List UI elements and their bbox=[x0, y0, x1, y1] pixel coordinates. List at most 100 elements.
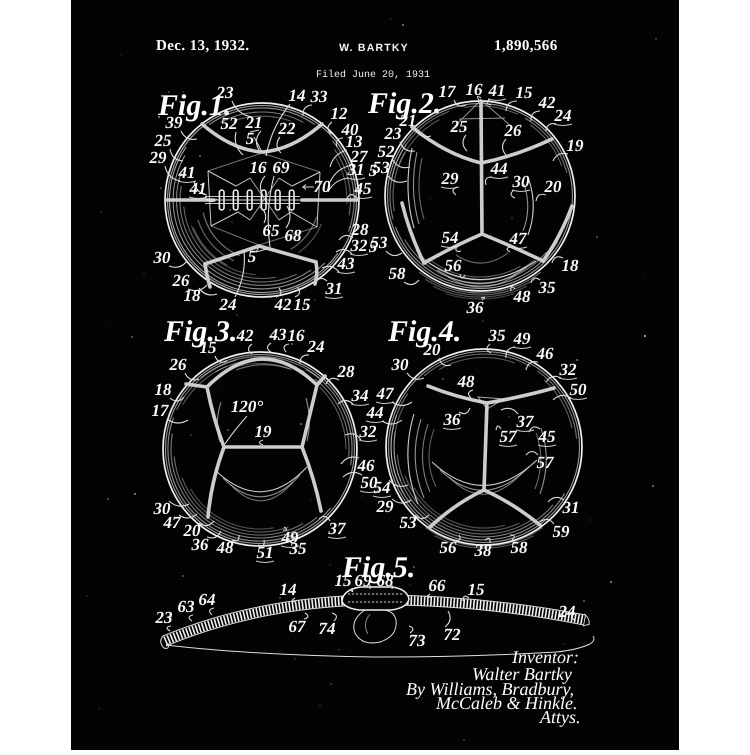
svg-text:53: 53 bbox=[400, 513, 418, 532]
svg-text:28: 28 bbox=[351, 220, 370, 239]
svg-text:22: 22 bbox=[278, 119, 297, 138]
svg-text:Fig.4.: Fig.4. bbox=[387, 315, 461, 348]
svg-text:41: 41 bbox=[178, 163, 196, 182]
svg-text:64: 64 bbox=[199, 590, 216, 609]
svg-text:Walter Bartky: Walter Bartky bbox=[472, 664, 572, 684]
svg-text:25: 25 bbox=[154, 131, 173, 150]
svg-text:Fig.2.: Fig.2. bbox=[367, 87, 441, 120]
svg-text:68: 68 bbox=[377, 571, 395, 590]
svg-text:50: 50 bbox=[361, 473, 379, 492]
svg-text:69: 69 bbox=[273, 158, 291, 177]
svg-text:21: 21 bbox=[399, 111, 417, 130]
svg-text:14: 14 bbox=[289, 86, 306, 105]
svg-text:24: 24 bbox=[554, 106, 572, 125]
svg-text:16: 16 bbox=[466, 80, 484, 99]
svg-text:28: 28 bbox=[337, 362, 356, 381]
svg-text:34: 34 bbox=[351, 386, 369, 405]
svg-text:68: 68 bbox=[285, 226, 303, 245]
svg-text:49: 49 bbox=[281, 528, 300, 547]
svg-text:26: 26 bbox=[169, 355, 188, 374]
svg-text:26: 26 bbox=[172, 271, 191, 290]
svg-text:15: 15 bbox=[335, 571, 353, 590]
svg-text:58: 58 bbox=[511, 538, 529, 557]
svg-text:46: 46 bbox=[357, 456, 376, 475]
svg-text:16: 16 bbox=[288, 326, 306, 345]
svg-text:29: 29 bbox=[376, 497, 395, 516]
svg-text:15: 15 bbox=[516, 83, 534, 102]
svg-text:5: 5 bbox=[369, 237, 378, 256]
svg-text:44: 44 bbox=[366, 403, 384, 422]
svg-text:25: 25 bbox=[450, 117, 469, 136]
svg-text:32: 32 bbox=[350, 236, 369, 255]
svg-text:41: 41 bbox=[488, 81, 506, 100]
svg-text:43: 43 bbox=[337, 254, 356, 273]
svg-text:42: 42 bbox=[538, 93, 557, 112]
svg-text:30: 30 bbox=[391, 355, 410, 374]
svg-text:17: 17 bbox=[439, 82, 458, 101]
svg-text:23: 23 bbox=[155, 608, 174, 627]
svg-text:43: 43 bbox=[269, 325, 288, 344]
svg-text:18: 18 bbox=[562, 256, 580, 275]
svg-text:Fig.3.: Fig.3. bbox=[163, 315, 237, 348]
svg-text:Filed June 20, 1931: Filed June 20, 1931 bbox=[316, 69, 430, 81]
svg-text:Attys.: Attys. bbox=[539, 707, 581, 727]
svg-text:12: 12 bbox=[331, 104, 349, 123]
svg-text:18: 18 bbox=[155, 380, 173, 399]
svg-text:72: 72 bbox=[444, 625, 462, 644]
svg-text:18: 18 bbox=[184, 286, 202, 305]
svg-text:14: 14 bbox=[280, 580, 297, 599]
svg-text:1,890,566: 1,890,566 bbox=[494, 38, 558, 54]
svg-text:53: 53 bbox=[373, 158, 391, 177]
svg-text:35: 35 bbox=[289, 539, 308, 558]
svg-text:24: 24 bbox=[558, 602, 576, 621]
svg-text:McCaleb & Hinkle.: McCaleb & Hinkle. bbox=[435, 693, 577, 713]
svg-text:31: 31 bbox=[562, 498, 580, 517]
svg-text:45: 45 bbox=[354, 179, 373, 198]
svg-text:44: 44 bbox=[490, 159, 508, 178]
svg-text:20: 20 bbox=[423, 340, 442, 359]
svg-text:19: 19 bbox=[567, 136, 585, 155]
svg-text:5: 5 bbox=[246, 129, 255, 148]
svg-text:36: 36 bbox=[466, 298, 485, 317]
svg-text:58: 58 bbox=[389, 264, 407, 283]
svg-text:46: 46 bbox=[536, 344, 555, 363]
svg-text:Fig.5.: Fig.5. bbox=[341, 551, 415, 584]
svg-text:W. BARTKY: W. BARTKY bbox=[339, 42, 409, 54]
svg-text:32: 32 bbox=[559, 360, 578, 379]
svg-text:47: 47 bbox=[376, 384, 396, 403]
svg-text:120°: 120° bbox=[231, 397, 264, 416]
svg-text:30: 30 bbox=[512, 172, 531, 191]
svg-text:37: 37 bbox=[328, 519, 348, 538]
svg-text:48: 48 bbox=[457, 372, 476, 391]
svg-text:38: 38 bbox=[474, 541, 493, 560]
svg-text:63: 63 bbox=[178, 597, 196, 616]
svg-text:29: 29 bbox=[149, 148, 168, 167]
svg-text:36: 36 bbox=[191, 535, 210, 554]
svg-text:41: 41 bbox=[189, 179, 207, 198]
svg-text:66: 66 bbox=[429, 576, 447, 595]
svg-text:39: 39 bbox=[165, 113, 184, 132]
svg-text:5: 5 bbox=[369, 161, 378, 180]
svg-text:57: 57 bbox=[537, 453, 556, 472]
svg-text:17: 17 bbox=[152, 401, 171, 420]
svg-text:51: 51 bbox=[257, 543, 274, 562]
svg-text:53: 53 bbox=[371, 233, 389, 252]
svg-text:52: 52 bbox=[221, 114, 239, 133]
svg-text:56: 56 bbox=[440, 538, 458, 557]
svg-text:52: 52 bbox=[378, 142, 396, 161]
svg-text:45: 45 bbox=[538, 427, 557, 446]
svg-text:20: 20 bbox=[544, 177, 563, 196]
svg-text:37: 37 bbox=[516, 412, 536, 431]
svg-text:23: 23 bbox=[216, 83, 235, 102]
svg-text:47: 47 bbox=[509, 229, 529, 248]
svg-text:35: 35 bbox=[488, 326, 507, 345]
svg-text:27: 27 bbox=[350, 147, 370, 166]
svg-text:24: 24 bbox=[307, 337, 325, 356]
svg-text:23: 23 bbox=[384, 124, 403, 143]
svg-text:70: 70 bbox=[314, 177, 332, 196]
svg-text:15: 15 bbox=[468, 580, 486, 599]
svg-text:15: 15 bbox=[294, 295, 312, 314]
svg-text:30: 30 bbox=[153, 499, 172, 518]
svg-text:35: 35 bbox=[538, 278, 557, 297]
svg-text:Inventor:: Inventor: bbox=[511, 647, 579, 667]
